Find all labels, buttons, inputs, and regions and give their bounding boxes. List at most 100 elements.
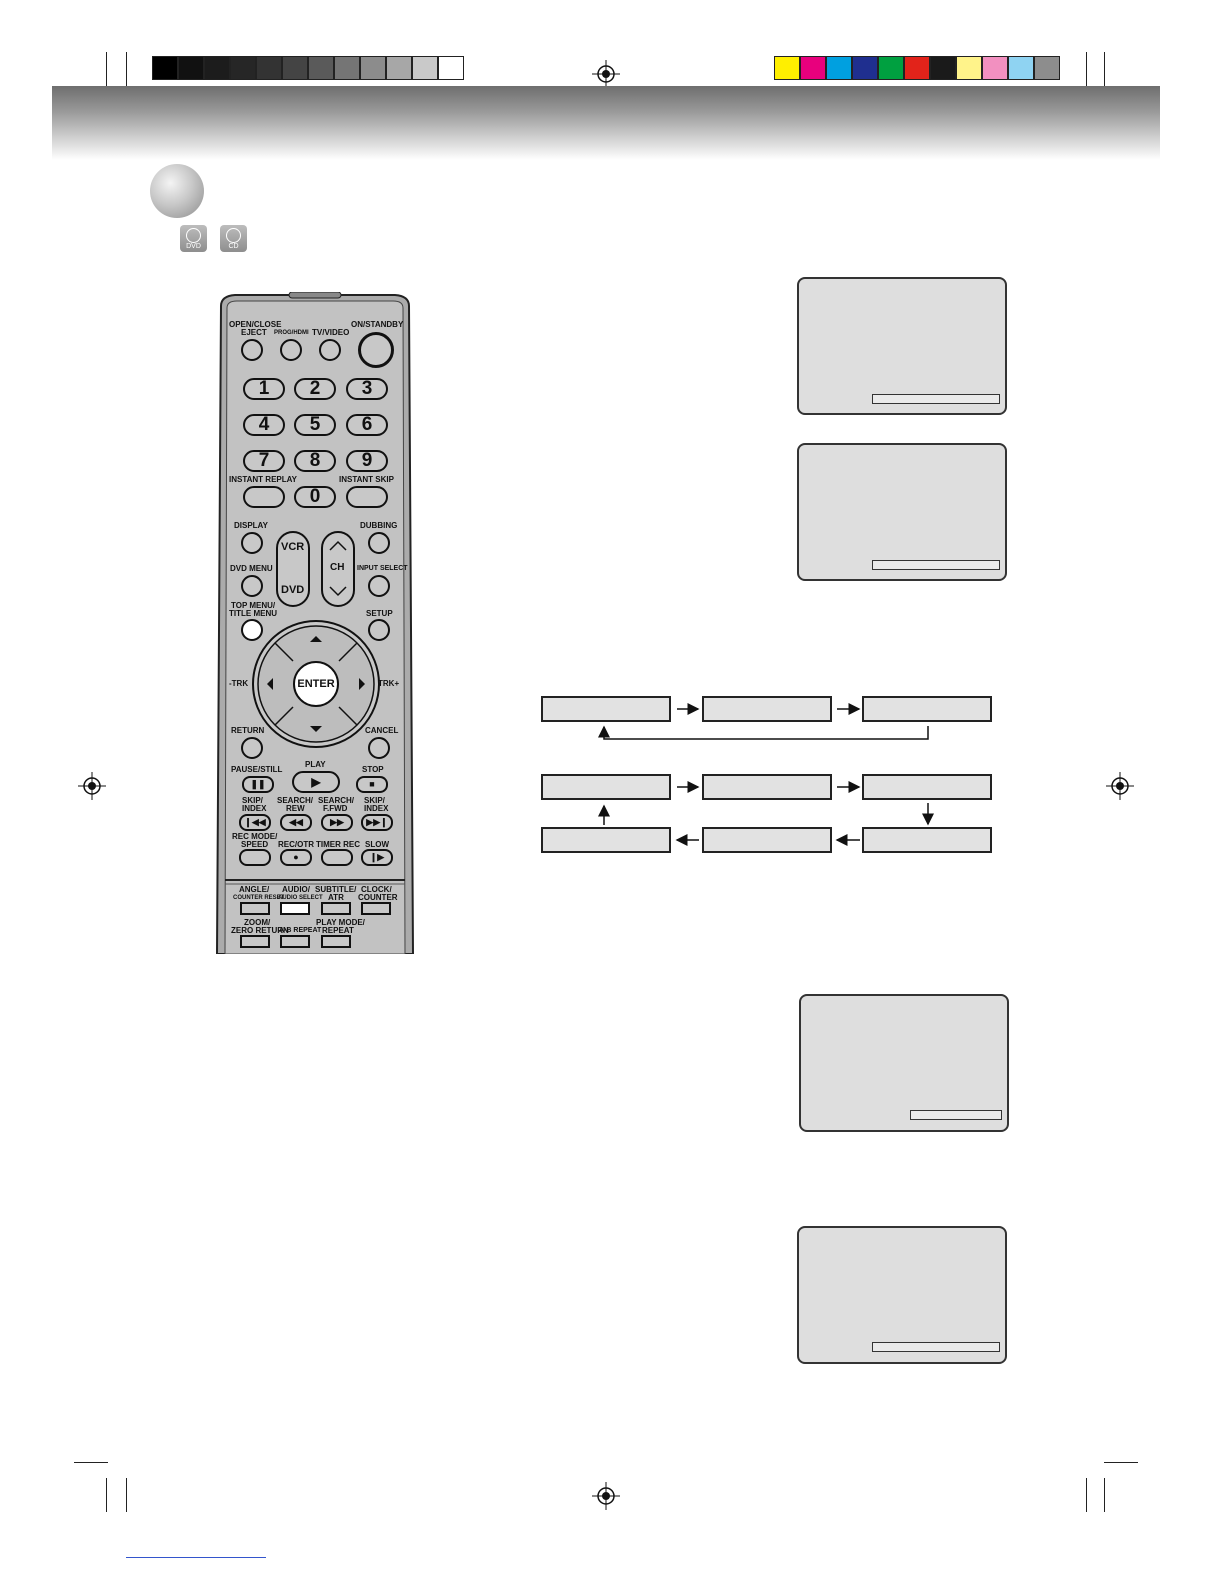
cancel-button[interactable] [368,737,390,759]
instant-replay-button[interactable] [243,486,285,508]
crop-mark [126,52,127,92]
tv-screen-illustration [797,1226,1007,1364]
audio-button[interactable] [280,902,310,915]
tv-screen-illustration [797,277,1007,415]
digit-button-7[interactable]: 7 [243,450,285,472]
footer-rule [126,1557,266,1558]
digit-button-2[interactable]: 2 [294,378,336,400]
top-menu-button[interactable] [241,619,263,641]
left-arrow-button[interactable] [259,676,275,692]
label-eject: EJECT [241,328,267,337]
fast-forward-button[interactable]: ▶▶ [321,814,353,831]
gray-swatch [282,56,308,80]
return-button[interactable] [241,737,263,759]
instant-skip-button[interactable] [346,486,388,508]
label-audio: AUDIO/ [282,885,310,894]
cd-disc-icon: CD [220,225,247,252]
label-slow: SLOW [365,840,389,849]
registration-target-icon [1106,772,1134,800]
crop-mark [1086,1478,1087,1512]
skip-forward-button[interactable]: ▶▶❙ [361,814,393,831]
label-display: DISPLAY [234,521,268,530]
label-counter-reset: COUNTER RESET [233,895,285,901]
rewind-button[interactable]: ◀◀ [280,814,312,831]
vcr-button[interactable]: VCR [281,541,305,553]
gray-swatch [412,56,438,80]
tv-screen-illustration [799,994,1009,1132]
right-arrow-button[interactable] [357,676,373,692]
label-clock: CLOCK/ [361,885,392,894]
color-swatch [1008,56,1034,80]
down-arrow-button[interactable] [308,731,324,743]
gray-swatch [178,56,204,80]
display-button[interactable] [241,532,263,554]
clock-button[interactable] [361,902,391,915]
stop-button[interactable]: ■ [356,776,388,793]
color-swatch [930,56,956,80]
tv-video-button[interactable] [319,339,341,361]
power-button[interactable] [358,332,394,368]
digit-button-4[interactable]: 4 [243,414,285,436]
digit-button-1[interactable]: 1 [243,378,285,400]
slow-button[interactable]: ❙▶ [361,849,393,866]
label-repeat: REPEAT [322,926,354,935]
label-instant-skip: INSTANT SKIP [339,475,394,484]
label-on-standby: ON/STANDBY [351,320,404,329]
flow-arrows [598,703,934,846]
ab-repeat-button[interactable] [280,935,310,948]
dubbing-button[interactable] [368,532,390,554]
up-arrow-button[interactable] [308,625,324,637]
label-search-rew: SEARCH/ [277,796,314,805]
label-top-menu: TOP MENU/ [231,601,276,610]
gray-swatch [152,56,178,80]
label-search-ffwd: SEARCH/ [318,796,355,805]
label-rew: REW [286,804,305,813]
tv-screen-illustration [797,443,1007,581]
color-swatch [1034,56,1060,80]
label-counter: COUNTER [358,893,398,902]
gray-swatch [204,56,230,80]
dvd-button[interactable]: DVD [281,584,305,596]
flow-box [702,827,832,853]
dvd-menu-button[interactable] [241,575,263,597]
timer-rec-button[interactable] [321,849,353,866]
eject-button[interactable] [241,339,263,361]
input-select-button[interactable] [368,575,390,597]
subtitle-button[interactable] [321,902,351,915]
channel-rocker[interactable]: CH [330,562,345,573]
rec-mode-button[interactable] [239,849,271,866]
label-dubbing: DUBBING [360,521,398,530]
color-swatch [982,56,1008,80]
color-swatch [904,56,930,80]
record-button[interactable]: ● [280,849,312,866]
play-mode-button[interactable] [321,935,351,948]
digit-button-6[interactable]: 6 [346,414,388,436]
setup-button[interactable] [368,619,390,641]
digit-button-8[interactable]: 8 [294,450,336,472]
dvd-icon-label: DVD [186,243,201,250]
digit-button-9[interactable]: 9 [346,450,388,472]
label-skip-back: SKIP/ [242,796,263,805]
angle-button[interactable] [240,902,270,915]
prog-hdmi-button[interactable] [280,339,302,361]
flow-box [541,827,671,853]
flow-box [702,774,832,800]
digit-button-5[interactable]: 5 [294,414,336,436]
skip-back-button[interactable]: ❙◀◀ [239,814,271,831]
section-bullet-icon [150,164,204,218]
registration-target-icon [592,60,620,88]
digit-button-0[interactable]: 0 [294,486,336,508]
play-button[interactable]: ▶ [292,771,340,793]
label-ab-repeat: A-B REPEAT [279,927,322,934]
label-index-back: INDEX [242,804,267,813]
label-instant-replay: INSTANT REPLAY [229,475,298,484]
label-subtitle: SUBTITLE/ [315,885,357,894]
registration-target-icon [78,772,106,800]
zoom-button[interactable] [240,935,270,948]
digit-button-3[interactable]: 3 [346,378,388,400]
pause-button[interactable]: ❚❚ [242,776,274,793]
label-play-mode: PLAY MODE/ [316,918,365,927]
crop-mark [1104,1462,1138,1463]
gray-swatch [360,56,386,80]
enter-button[interactable]: ENTER [293,661,339,707]
